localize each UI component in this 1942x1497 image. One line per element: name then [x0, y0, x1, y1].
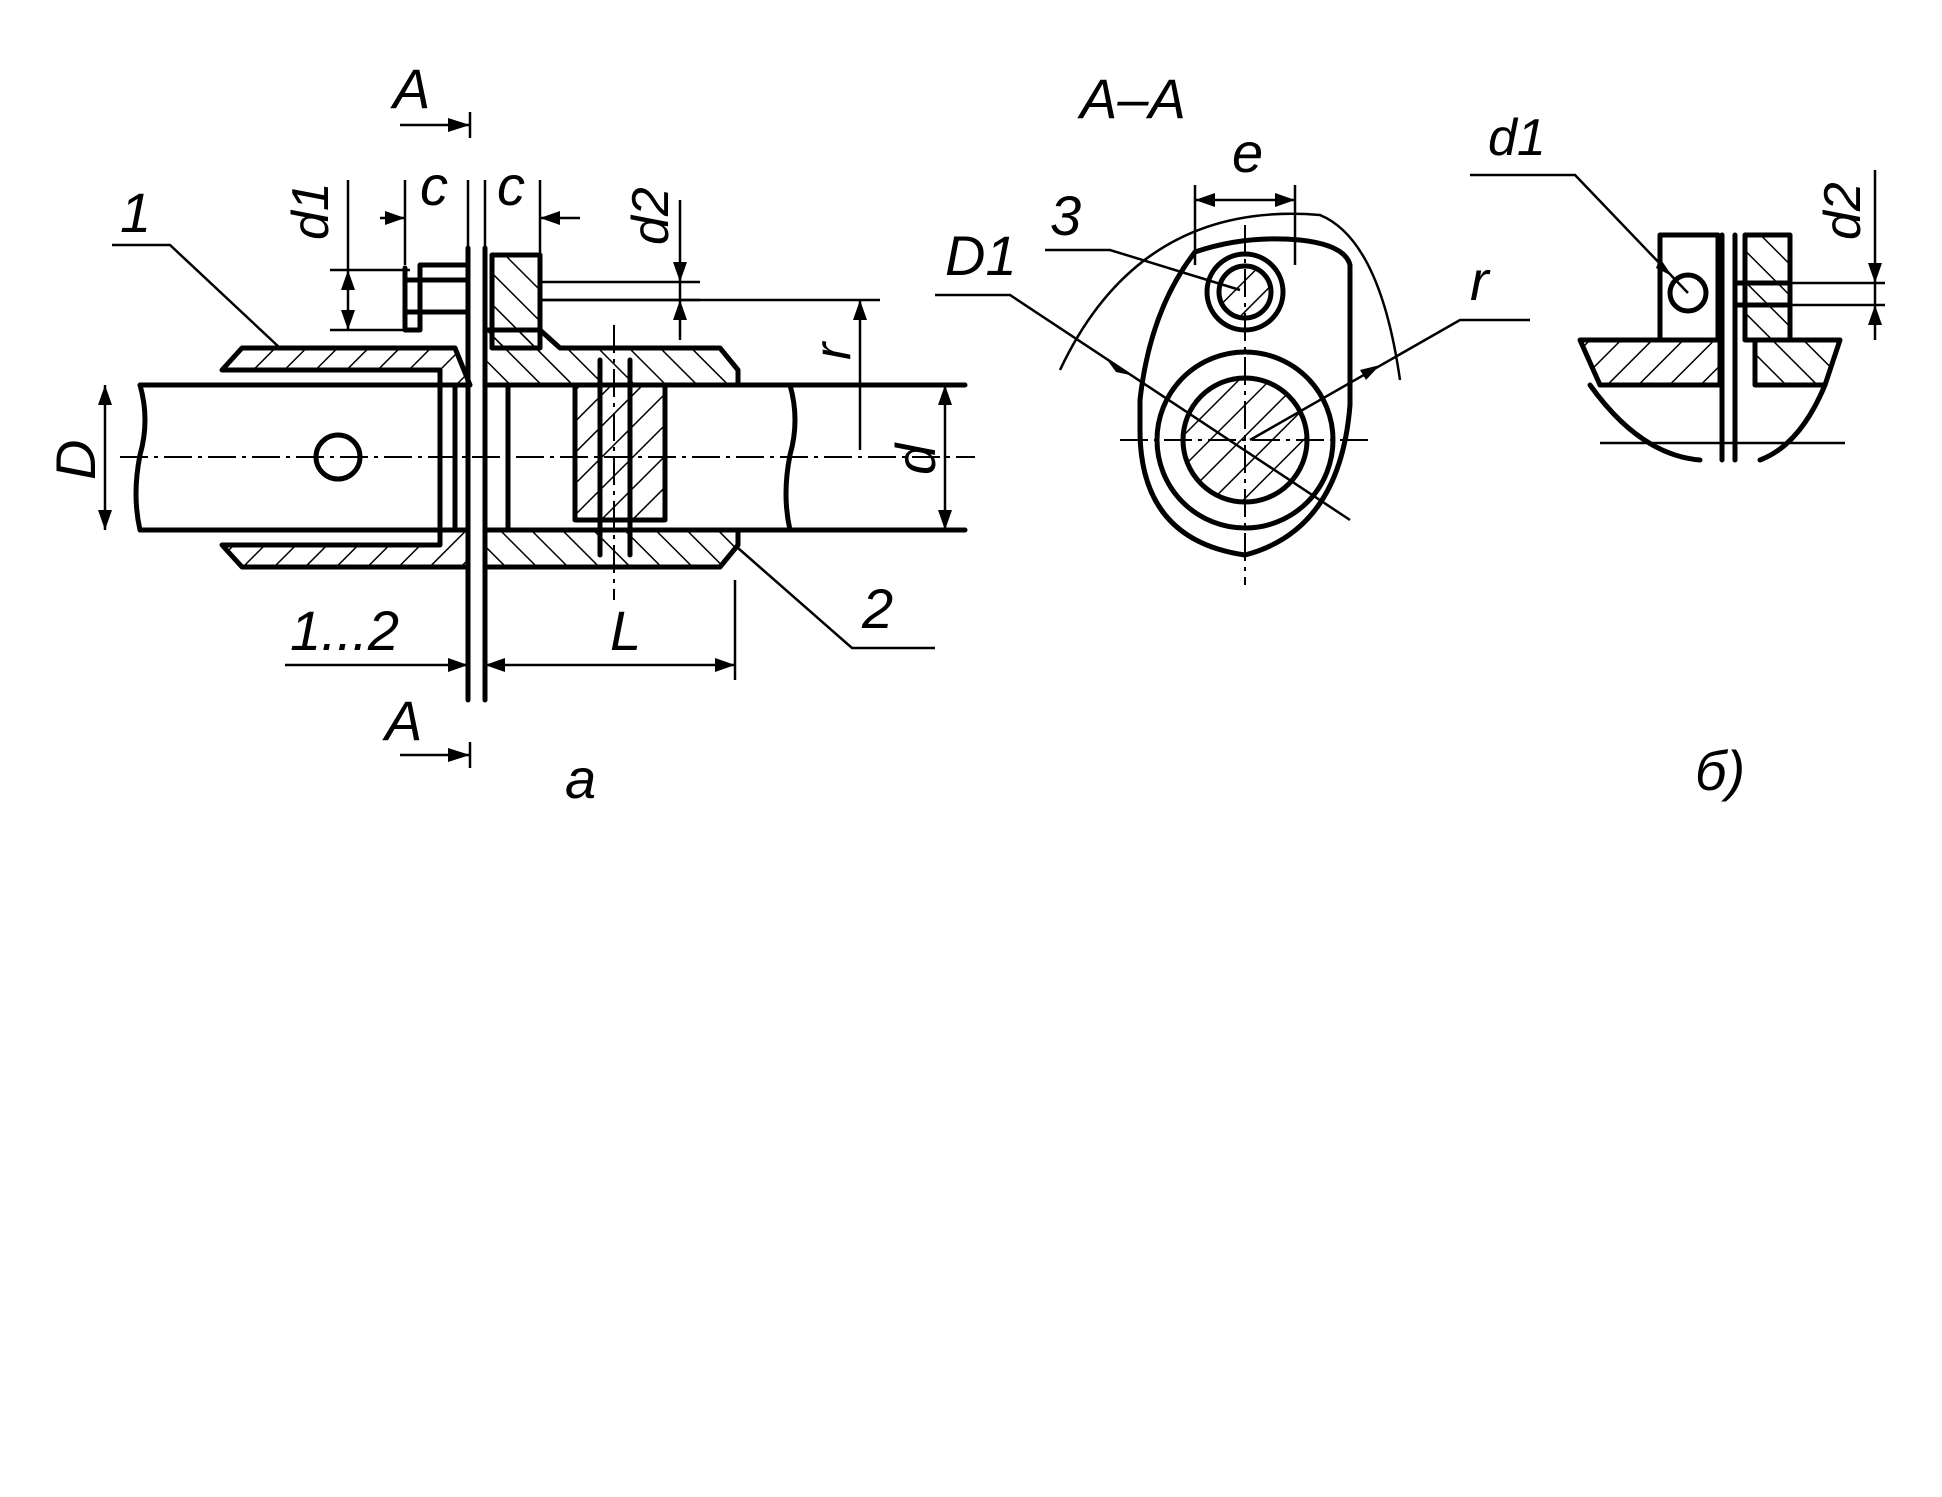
part-label-1: 1 — [120, 181, 151, 244]
dim-D1-line — [935, 293, 1351, 522]
dim-label-r: r — [804, 340, 862, 360]
view-b-detail: d1 d2 б) — [1470, 109, 1885, 802]
dim-r-lines — [540, 298, 880, 450]
dim-label-D1: D1 — [945, 224, 1017, 287]
view-label-a: a — [565, 747, 596, 810]
detail-pin — [1732, 280, 1793, 308]
leader-part-1 — [112, 243, 281, 349]
dim-c-lines — [380, 180, 580, 265]
dim-d1-right-leader — [1470, 173, 1689, 294]
leader-part-2 — [737, 547, 935, 650]
left-pin — [402, 277, 471, 315]
dim-label-d1-right: d1 — [1488, 109, 1546, 167]
view-a-longitudinal-section: 1 2 A A c c d1 d2 r D — [44, 57, 975, 810]
dim-label-e: e — [1232, 121, 1263, 184]
detail-right-hub — [1752, 337, 1843, 388]
detail-shaft-arc — [1587, 382, 1828, 463]
right-half-coupling-top — [482, 327, 741, 388]
right-half-coupling-bottom — [482, 527, 741, 570]
left-shaft — [133, 382, 443, 533]
dim-d1-lines — [330, 180, 410, 332]
leader-part-3 — [1045, 248, 1241, 292]
section-radius-arc — [1058, 212, 1402, 381]
right-boss-section — [572, 382, 668, 523]
detail-left-flange — [1657, 232, 1721, 343]
section-label-a-top: A — [390, 57, 430, 120]
section-flange-outline — [1137, 236, 1353, 558]
dim-label-d2: d2 — [622, 187, 680, 245]
dim-label-d1: d1 — [282, 182, 340, 240]
detail-pin-hole — [1667, 272, 1709, 314]
detail-shear-plate — [1719, 232, 1738, 463]
dim-label-c-right: c — [497, 154, 525, 217]
dim-label-d2-right: d2 — [1814, 182, 1872, 240]
dim-label-D: D — [44, 440, 107, 480]
section-title: A–A — [1077, 67, 1186, 130]
dim-label-d: d — [884, 442, 947, 475]
dim-label-r-section: r — [1470, 249, 1491, 312]
left-half-coupling-top — [219, 345, 473, 388]
left-half-coupling-bottom — [219, 527, 471, 570]
section-label-a-bottom: A — [382, 689, 422, 752]
dim-r-section-line — [1249, 318, 1530, 442]
view-label-b: б) — [1695, 739, 1745, 802]
section-a-a: A–A e 3 D1 r — [935, 67, 1530, 585]
radial-pin — [597, 357, 633, 558]
dim-label-c-left: c — [420, 154, 448, 217]
shear-plate — [465, 245, 488, 703]
detail-left-hub — [1577, 337, 1723, 388]
part-label-2: 2 — [861, 577, 893, 640]
dim-label-L: L — [610, 599, 641, 662]
part-label-3: 3 — [1050, 184, 1081, 247]
dim-label-gap: 1...2 — [290, 599, 399, 662]
detail-right-flange — [1742, 232, 1793, 343]
left-hub-bore — [437, 382, 458, 533]
left-flange — [402, 262, 471, 351]
shaft-cross-hole — [313, 432, 363, 482]
dim-gap-and-L-lines — [285, 580, 737, 680]
